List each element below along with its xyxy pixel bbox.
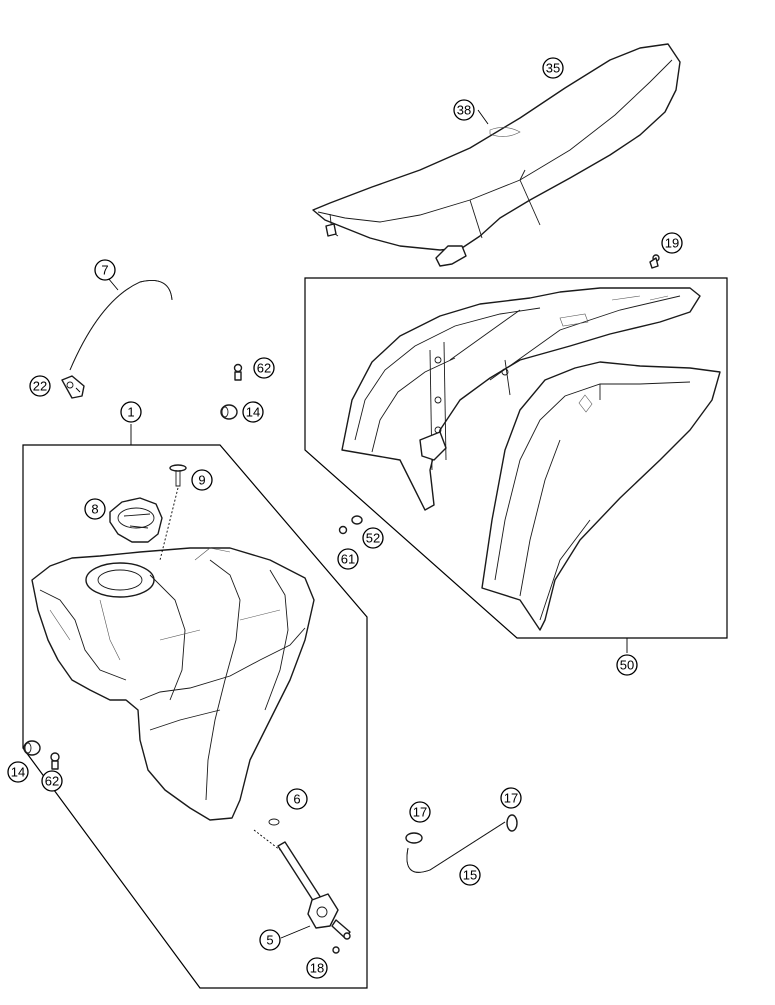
callout-8: 8	[84, 498, 106, 520]
callout-18: 18	[306, 957, 328, 979]
svg-text:62: 62	[45, 774, 59, 789]
shroud-kit-boundary	[304, 277, 728, 639]
svg-text:22: 22	[33, 379, 47, 394]
svg-text:52: 52	[366, 531, 380, 546]
radiator-shroud-right	[481, 361, 721, 631]
bolt-62-top	[233, 363, 243, 381]
callout-1: 1	[120, 401, 142, 423]
callout-61: 61	[337, 548, 359, 570]
svg-text:17: 17	[504, 791, 518, 806]
callout-35: 35	[542, 57, 564, 79]
callout-62-top: 62	[253, 357, 275, 379]
callout-14-top: 14	[242, 401, 264, 423]
callout-5: 5	[259, 929, 281, 951]
svg-text:61: 61	[341, 552, 355, 567]
seat	[312, 43, 681, 267]
callout-38: 38	[453, 99, 475, 121]
callout-19: 19	[661, 232, 683, 254]
callout-62-left: 62	[41, 770, 63, 792]
callout-50: 50	[616, 654, 638, 676]
svg-text:38: 38	[457, 103, 471, 118]
callout-15: 15	[459, 864, 481, 886]
fuel-tank	[31, 547, 315, 821]
svg-text:14: 14	[246, 405, 260, 420]
callout-17-right: 17	[500, 787, 522, 809]
bolt-61	[338, 525, 348, 535]
svg-text:9: 9	[198, 473, 205, 488]
svg-text:1: 1	[127, 405, 134, 420]
svg-text:50: 50	[620, 658, 634, 673]
callout-14-left: 14	[7, 761, 29, 783]
svg-text:62: 62	[257, 361, 271, 376]
callout-22: 22	[29, 375, 51, 397]
svg-text:19: 19	[665, 236, 679, 251]
svg-text:18: 18	[310, 961, 324, 976]
callout-6: 6	[286, 788, 308, 810]
callout-17-left: 17	[409, 801, 431, 823]
fuel-tank-boundary	[22, 444, 368, 989]
bushing-14-top	[220, 404, 238, 420]
svg-text:6: 6	[293, 792, 300, 807]
svg-text:5: 5	[266, 933, 273, 948]
tank-screw	[159, 464, 187, 561]
bolt-62-left	[50, 752, 60, 770]
svg-text:17: 17	[413, 805, 427, 820]
svg-text:8: 8	[91, 502, 98, 517]
tank-hose	[405, 814, 518, 873]
svg-text:7: 7	[101, 263, 108, 278]
radiator-shroud-left	[341, 287, 701, 511]
filler-cap	[109, 497, 163, 543]
svg-text:15: 15	[463, 868, 477, 883]
bolt-19	[649, 254, 660, 269]
svg-text:14: 14	[11, 765, 25, 780]
svg-text:35: 35	[546, 61, 560, 76]
bushing-14-left	[23, 740, 41, 756]
leader-lines	[75, 109, 628, 939]
callout-7: 7	[94, 259, 116, 281]
callout-9: 9	[191, 469, 213, 491]
fuel-tap	[253, 818, 351, 954]
washer-52	[351, 515, 363, 525]
breather-hose	[61, 280, 173, 399]
callout-52: 52	[362, 527, 384, 549]
